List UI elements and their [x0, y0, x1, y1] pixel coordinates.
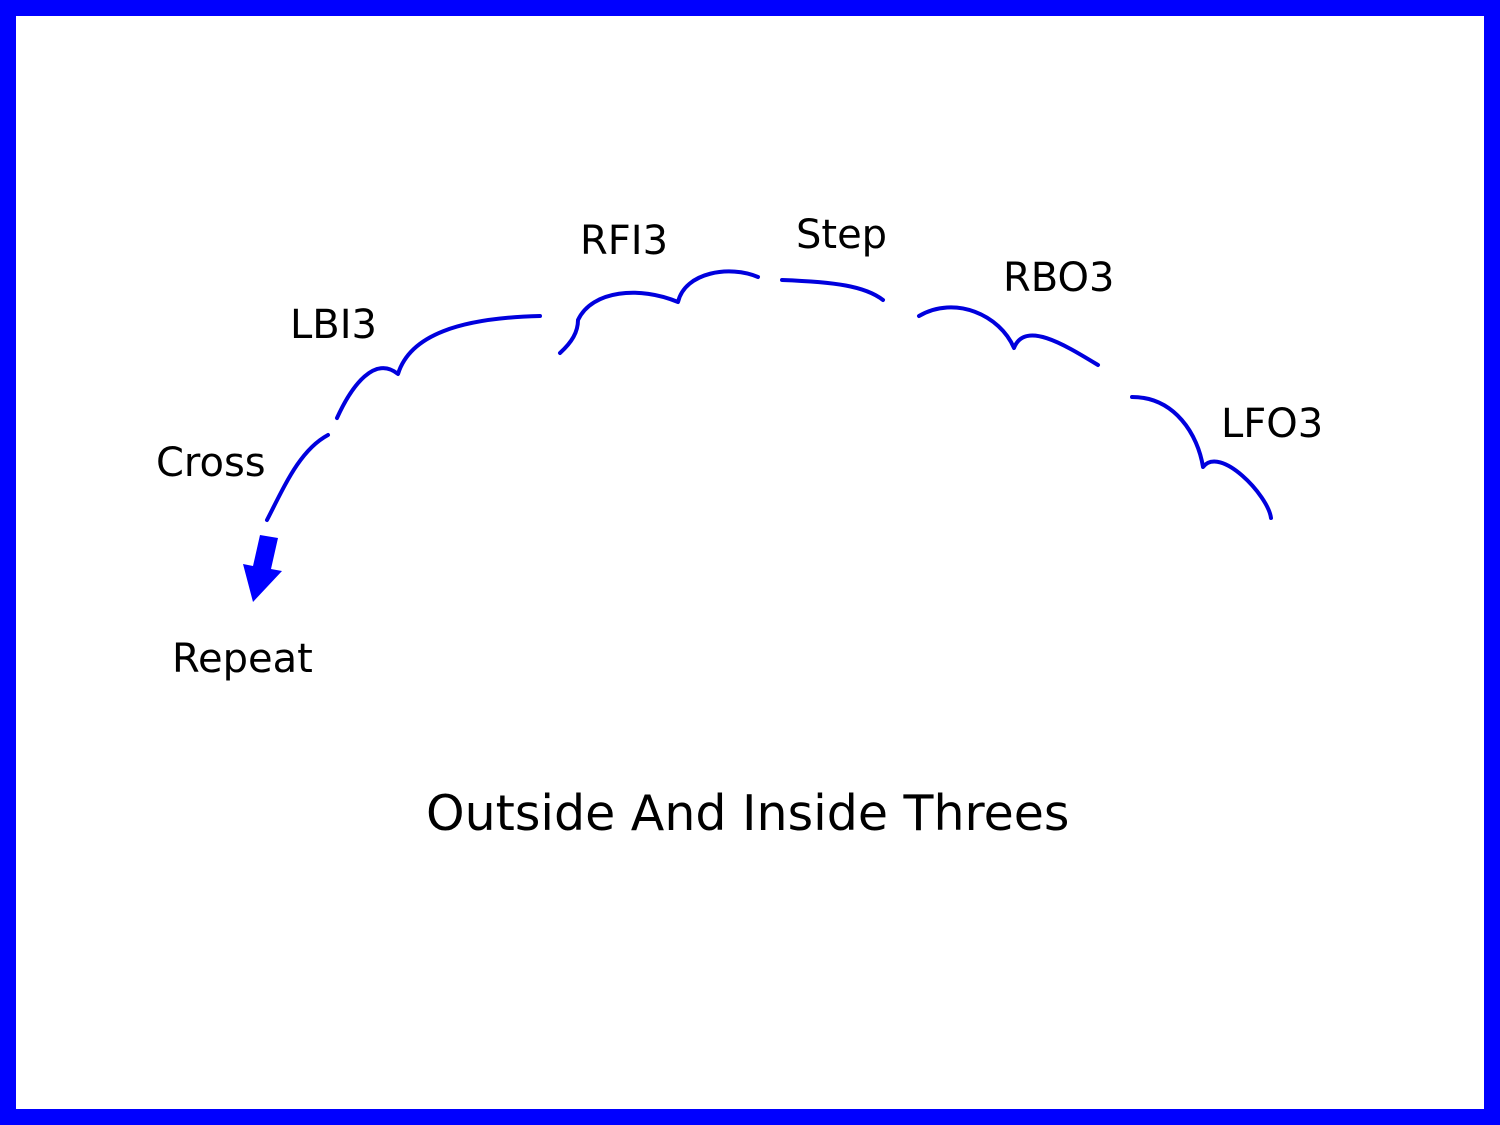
label-repeat: Repeat — [172, 636, 313, 682]
label-lfo3: LFO3 — [1221, 401, 1323, 447]
diagram-title: Outside And Inside Threes — [426, 785, 1069, 842]
tracing-cross — [265, 433, 330, 522]
label-lbi3: LBI3 — [290, 302, 377, 348]
tracing-group — [265, 269, 1273, 522]
tracing-step — [780, 278, 885, 302]
label-cross: Cross — [156, 440, 266, 486]
tracing-rbo3 — [917, 305, 1100, 367]
label-rbo3: RBO3 — [1003, 255, 1114, 301]
tracing-lfo3 — [1130, 395, 1273, 520]
repeat-arrow-icon — [243, 535, 282, 602]
label-rfi3: RFI3 — [580, 218, 668, 264]
tracing-rfi3 — [558, 269, 760, 355]
tracing-lbi3 — [335, 314, 542, 420]
label-step: Step — [796, 212, 887, 258]
